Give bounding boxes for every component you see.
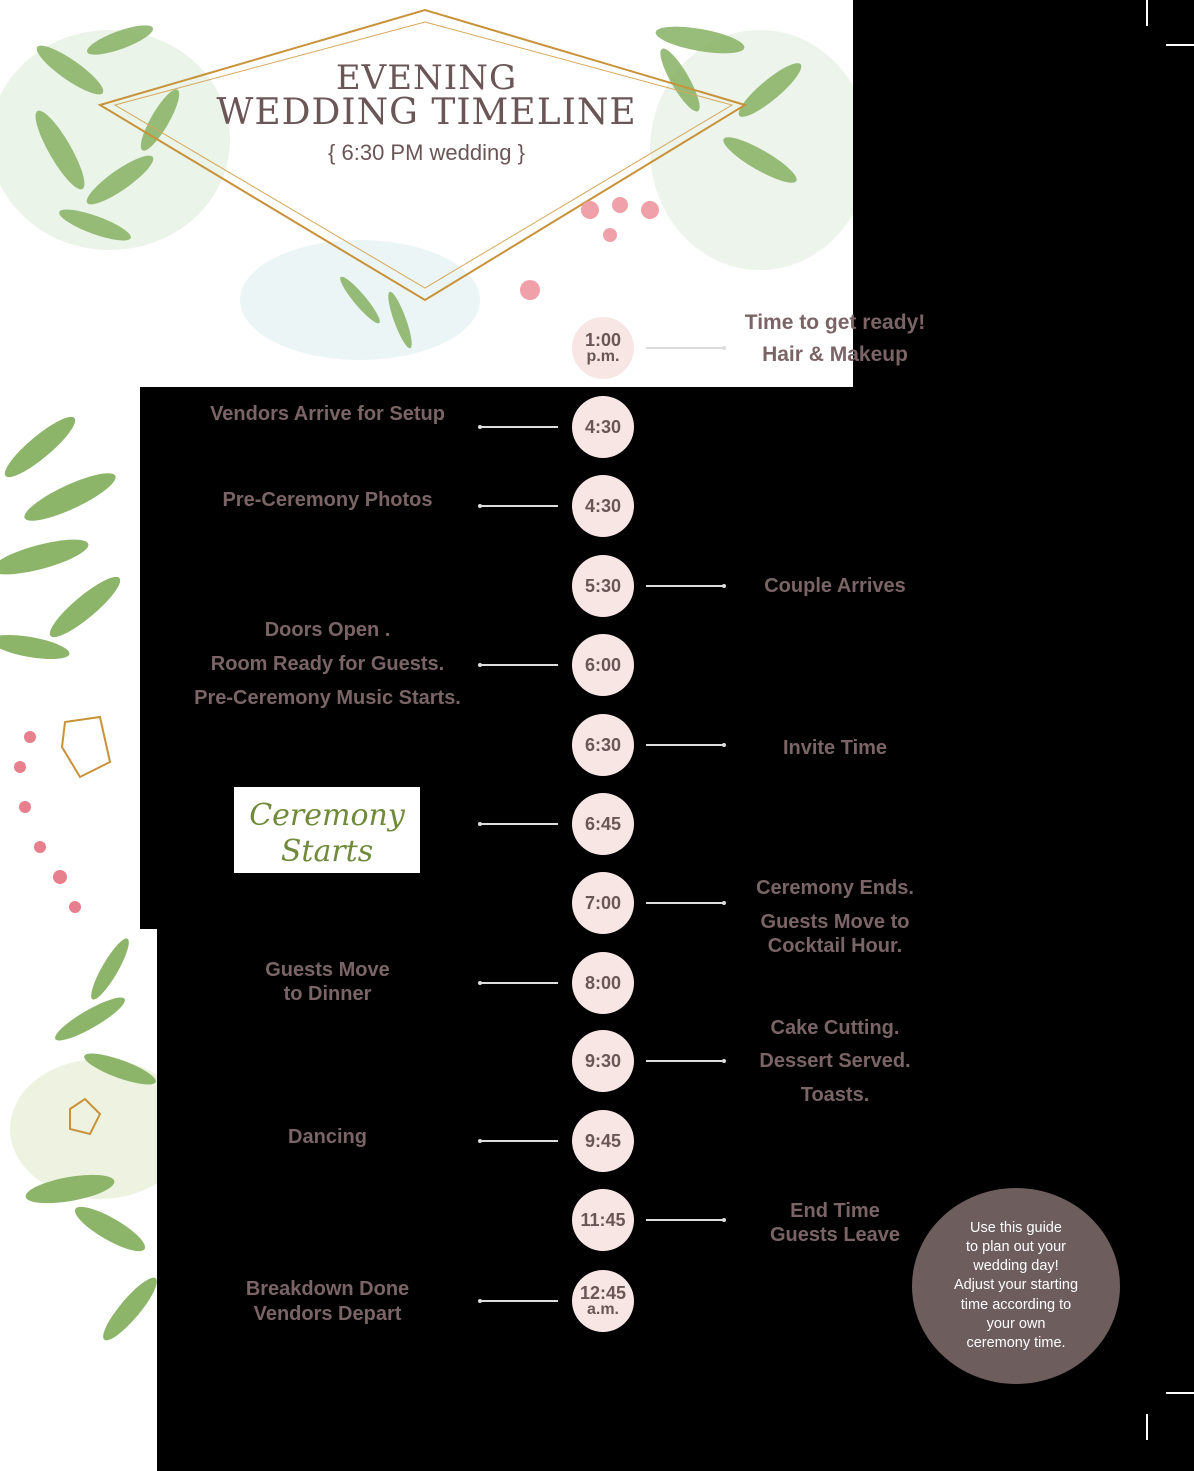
ceremony-script-line2: Starts: [281, 834, 373, 869]
timeline-event-label: Ceremony Ends.: [756, 877, 914, 899]
timeline-event-label: Pre-Ceremony Photos: [222, 489, 433, 511]
timeline-event-label: Toasts.: [800, 1084, 870, 1106]
connector-dot: [478, 425, 482, 429]
connector-line: [646, 902, 724, 904]
timeline-event-label: Hair & Makeup: [762, 343, 908, 366]
connector-dot: [478, 504, 482, 508]
foliage-illustration: [0, 416, 121, 913]
time-bubble: 4:30: [572, 475, 634, 537]
time-label: 6:45: [584, 814, 622, 834]
timeline-event-label: Couple Arrives: [764, 575, 906, 597]
crop-mark: [1166, 1392, 1194, 1394]
title-line-1: EVENING: [335, 58, 518, 98]
crop-mark: [0, 1392, 28, 1394]
connector-line: [480, 664, 558, 666]
ceremony-starts-card: Ceremony Starts: [234, 787, 420, 873]
time-label: 12:45: [579, 1283, 627, 1303]
ceremony-starts-script: Ceremony Starts: [249, 798, 406, 869]
connector-dot: [722, 1218, 726, 1222]
timeline-event-label: Room Ready for Guests.: [210, 653, 445, 675]
time-label: 5:30: [584, 576, 622, 596]
foliage-illustration: [10, 938, 157, 1341]
crop-mark: [1146, 1414, 1148, 1440]
time-label: 9:45: [584, 1131, 622, 1151]
time-bubble: 5:30: [572, 555, 634, 617]
time-label: 9:30: [584, 1051, 622, 1071]
timeline-event-label: Time to get ready!: [744, 311, 926, 334]
timeline-event-label: Guests Leave: [769, 1224, 901, 1246]
right-foliage-panel: [0, 929, 157, 1471]
note-circle: Use this guide to plan out your wedding …: [912, 1188, 1120, 1384]
time-label: 8:00: [584, 973, 622, 993]
time-bubble: 6:00: [572, 634, 634, 696]
connector-dot: [722, 1059, 726, 1063]
connector-line: [480, 426, 558, 428]
timeline-event-label: Guests Move to: [760, 911, 910, 933]
time-bubble: 8:00: [572, 952, 634, 1014]
title-line-2: WEDDING TIMELINE: [216, 92, 637, 133]
connector-line: [646, 347, 724, 349]
timeline-event-label: Pre-Ceremony Music Starts.: [194, 687, 461, 709]
time-bubble: 4:30: [572, 396, 634, 458]
time-bubble: 9:30: [572, 1030, 634, 1092]
connector-dot: [722, 346, 726, 350]
connector-dot: [478, 1139, 482, 1143]
timeline-event-label: Invite Time: [782, 737, 888, 759]
connector-dot: [478, 822, 482, 826]
foliage-illustration: [0, 8, 853, 360]
timeline-event-label: End Time: [790, 1200, 880, 1222]
crop-mark: [1166, 44, 1194, 46]
connector-line: [480, 982, 558, 984]
crop-mark: [1146, 0, 1148, 26]
subtitle: { 6:30 PM wedding }: [328, 140, 525, 165]
timeline-event-label: Dessert Served.: [759, 1050, 911, 1072]
time-label: 4:30: [584, 417, 622, 437]
connector-line: [646, 1219, 724, 1221]
time-label: 7:00: [584, 893, 622, 913]
timeline-event-label: Breakdown Done: [245, 1278, 410, 1300]
time-label: 1:00: [584, 330, 622, 350]
timeline-event-label: Doors Open .: [264, 619, 391, 641]
connector-dot: [478, 663, 482, 667]
time-label: 11:45: [580, 1210, 626, 1230]
connector-dot: [722, 901, 726, 905]
connector-line: [646, 1060, 724, 1062]
connector-dot: [478, 981, 482, 985]
time-bubble: 6:45: [572, 793, 634, 855]
timeline-event-label: Dancing: [288, 1126, 367, 1148]
note-text: Use this guide to plan out your wedding …: [953, 1220, 1079, 1351]
time-label: 4:30: [584, 496, 622, 516]
connector-line: [480, 823, 558, 825]
time-label: 6:30: [584, 735, 622, 755]
crop-mark: [46, 0, 48, 26]
time-label: 6:00: [584, 655, 622, 675]
timeline-event-label: Cocktail Hour.: [767, 935, 903, 957]
ceremony-script-line1: Ceremony: [249, 798, 406, 833]
left-foliage-panel: [0, 387, 140, 929]
timeline-event-label: Guests Move: [265, 959, 390, 981]
connector-line: [480, 1300, 558, 1302]
connector-line: [646, 585, 724, 587]
timeline-event-label: to Dinner: [283, 983, 372, 1005]
connector-dot: [722, 743, 726, 747]
time-suffix: p.m.: [586, 348, 620, 365]
time-bubble: 7:00: [572, 872, 634, 934]
timeline-event-label: Cake Cutting.: [770, 1017, 900, 1039]
crop-mark: [46, 1414, 48, 1440]
time-suffix: a.m.: [586, 1301, 619, 1318]
connector-line: [480, 505, 558, 507]
timeline-event-label: Vendors Depart: [253, 1303, 402, 1325]
connector-line: [480, 1140, 558, 1142]
time-bubble: 6:30: [572, 714, 634, 776]
timeline-event-label: Vendors Arrive for Setup: [210, 403, 445, 425]
time-bubble: 11:45: [572, 1189, 634, 1251]
header-card: EVENING WEDDING TIMELINE { 6:30 PM weddi…: [0, 0, 853, 387]
connector-dot: [722, 584, 726, 588]
time-bubble: 9:45: [572, 1110, 634, 1172]
crop-mark: [0, 44, 28, 46]
connector-line: [646, 744, 724, 746]
connector-dot: [478, 1299, 482, 1303]
